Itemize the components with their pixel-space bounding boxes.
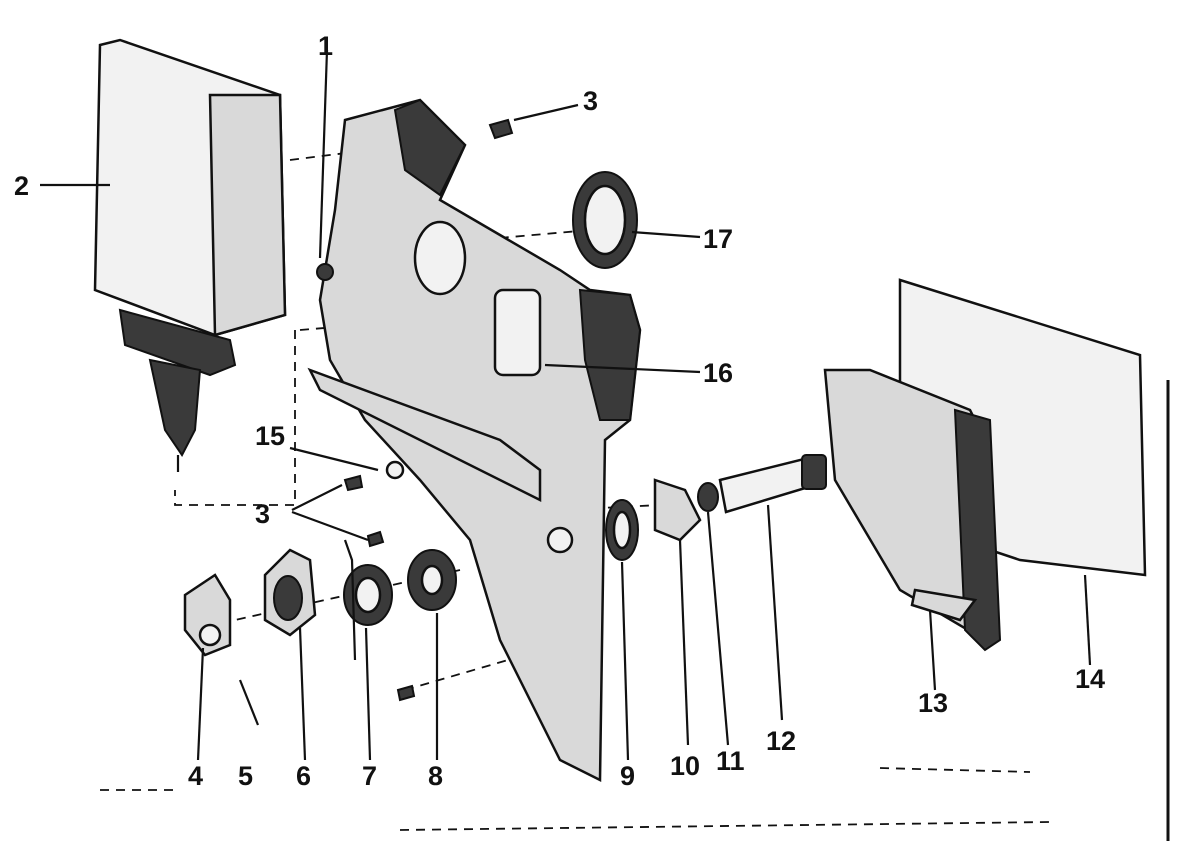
- callout-11: 11: [716, 746, 745, 776]
- callout-10: 10: [670, 751, 700, 781]
- callout-5: 5: [238, 761, 253, 791]
- callout-3-top: 3: [583, 86, 598, 116]
- callout-8: 8: [428, 761, 443, 791]
- callout-12: 12: [766, 726, 796, 756]
- callout-3-left: 3: [255, 499, 270, 529]
- callout-6: 6: [296, 761, 311, 791]
- callout-leader-lines: [40, 49, 1092, 761]
- callout-numbers: 1 2 3 3 4 5 6 7 8 9 10 11 12 13 14 15 16…: [14, 31, 1105, 791]
- screws: [343, 118, 514, 702]
- callout-17: 17: [703, 224, 733, 254]
- callout-16: 16: [703, 358, 733, 388]
- parts-4-to-8: [183, 539, 457, 726]
- callout-7: 7: [362, 761, 377, 791]
- part-17-ring: [572, 171, 638, 269]
- callout-1: 1: [318, 31, 333, 61]
- part-2-cover: [93, 38, 287, 472]
- main-housing: [307, 98, 642, 783]
- callout-13: 13: [918, 688, 948, 718]
- parts-13-14-reflector: [823, 278, 1147, 652]
- callout-9: 9: [620, 761, 635, 791]
- callout-14: 14: [1075, 664, 1105, 694]
- parts-9-to-12: [605, 454, 827, 561]
- callout-4: 4: [188, 761, 203, 791]
- callout-15: 15: [255, 421, 285, 451]
- callout-2: 2: [14, 171, 29, 201]
